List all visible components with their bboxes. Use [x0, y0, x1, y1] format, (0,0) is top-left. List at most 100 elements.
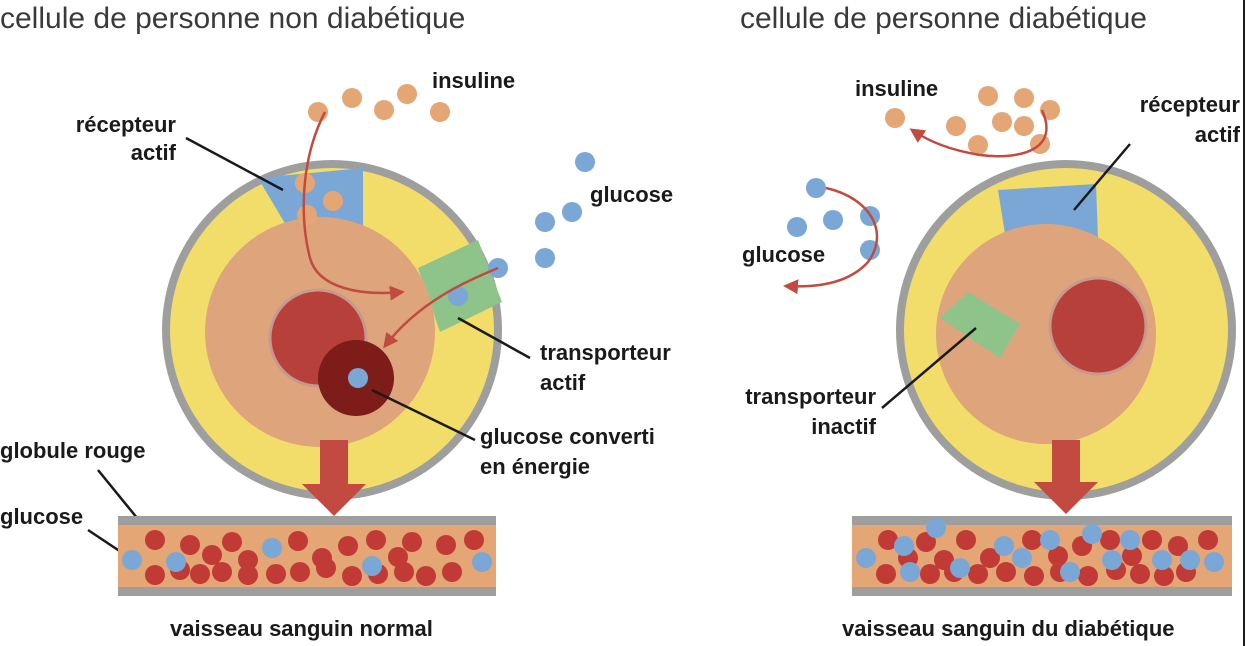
red-blood-cell [238, 550, 258, 570]
red-blood-cell [180, 535, 200, 555]
insulin-molecule [342, 88, 362, 108]
leader-line [1073, 143, 1131, 211]
glucose-rejected-arrow [783, 186, 879, 295]
red-blood-cell [342, 566, 362, 586]
vessel-wall-top [118, 516, 496, 525]
label-converti-2: en énergie [480, 454, 590, 479]
red-blood-cell [968, 564, 988, 584]
red-blood-cell [202, 545, 222, 565]
cell-diabetic [896, 160, 1236, 500]
glucose-molecule [1204, 552, 1224, 572]
red-blood-cell [436, 535, 456, 555]
label-glucose-vessel: glucose [0, 504, 83, 529]
leader-line [881, 327, 977, 409]
glucose-molecule [926, 518, 946, 538]
red-blood-cell [290, 562, 310, 582]
label-globule-rouge: globule rouge [0, 438, 145, 463]
glucose-molecule [823, 210, 843, 230]
leader-line [371, 388, 476, 442]
insulin-rejected-arrow [909, 109, 1048, 158]
red-blood-cell [916, 532, 936, 552]
glucose-molecule [1060, 562, 1080, 582]
label-glucose-left: glucose [590, 182, 673, 207]
red-blood-cell [1142, 530, 1162, 550]
glucose-molecule [856, 548, 876, 568]
glucose-molecule [1082, 524, 1102, 544]
insulin-molecule [992, 112, 1012, 132]
insulin-molecule [885, 108, 905, 128]
red-blood-cell [1024, 566, 1044, 586]
insulin-molecule [1014, 88, 1034, 108]
label-recepteur-right-1: récepteur [1140, 92, 1241, 117]
red-blood-cell [1168, 536, 1188, 556]
vessel-wall-bottom [852, 587, 1232, 596]
glucose-molecule [362, 556, 382, 576]
down-arrow-right [1034, 440, 1098, 514]
glucose-molecule [472, 552, 492, 572]
red-blood-cell [145, 530, 165, 550]
glucose-molecule [806, 178, 826, 198]
red-blood-cell [442, 562, 462, 582]
title-non-diabetic: cellule de personne non diabétique [0, 2, 465, 35]
red-blood-cell [464, 530, 484, 550]
insulin-molecule [430, 102, 450, 122]
red-blood-cell [212, 562, 232, 582]
insulin-molecule [374, 100, 394, 120]
red-blood-cell [416, 566, 436, 586]
label-transporteur-left-2: actif [540, 370, 586, 395]
glucose-molecule [1120, 530, 1140, 550]
red-blood-cell [145, 565, 165, 585]
insulin-molecule [978, 86, 998, 106]
red-blood-cell [238, 565, 258, 585]
active-receptor [998, 184, 1098, 240]
red-blood-cell [876, 564, 896, 584]
red-blood-cell [1198, 530, 1218, 550]
leader-line [457, 316, 531, 360]
label-transporteur-right-1: transporteur [745, 384, 876, 409]
red-blood-cell [394, 562, 414, 582]
insulin-molecule [968, 135, 988, 155]
red-blood-cell [1048, 546, 1068, 566]
label-glucose-right: glucose [742, 242, 825, 267]
red-blood-cell [222, 532, 242, 552]
glucose-molecule [562, 202, 582, 222]
glucose-molecule [994, 536, 1014, 556]
glucose-molecule [535, 248, 555, 268]
label-recepteur-right-2: actif [1195, 122, 1241, 147]
glucose-in-organelle [348, 368, 368, 388]
label-insuline-left: insuline [432, 68, 515, 93]
glucose-molecule [1040, 530, 1060, 550]
label-vessel-diabetic: vaisseau sanguin du diabétique [842, 616, 1175, 641]
red-blood-cell [996, 562, 1016, 582]
label-recepteur-left-1: récepteur [76, 112, 177, 137]
red-blood-cell [1154, 566, 1174, 586]
red-blood-cell [1100, 530, 1120, 550]
vessel-normal [118, 516, 496, 596]
label-converti-1: glucose converti [480, 424, 655, 449]
label-insuline-right: insuline [855, 76, 938, 101]
glucose-molecules-left [448, 152, 595, 306]
red-blood-cell [920, 564, 940, 584]
insulin-molecule [323, 191, 343, 211]
down-arrow-left [302, 440, 366, 516]
vessel-wall-bottom [118, 587, 496, 596]
red-blood-cell [1122, 546, 1142, 566]
glucose-molecule [787, 217, 807, 237]
label-recepteur-left-2: actif [131, 140, 177, 165]
glucose-molecule [262, 538, 282, 558]
glucose-molecule [1180, 550, 1200, 570]
red-blood-cell [402, 532, 422, 552]
insulin-molecule [1014, 116, 1034, 136]
red-blood-cell [366, 530, 386, 550]
glucose-molecule [448, 286, 468, 306]
leader-lines-right [881, 143, 1131, 409]
glucose-molecule [535, 212, 555, 232]
glucose-path-arrow [383, 266, 499, 349]
vessel-cells [122, 530, 492, 586]
glucose-molecule [1152, 550, 1172, 570]
label-vessel-normal: vaisseau sanguin normal [170, 616, 433, 641]
glucose-molecule [950, 558, 970, 578]
vessel-cells [856, 518, 1224, 586]
red-blood-cell [878, 530, 898, 550]
